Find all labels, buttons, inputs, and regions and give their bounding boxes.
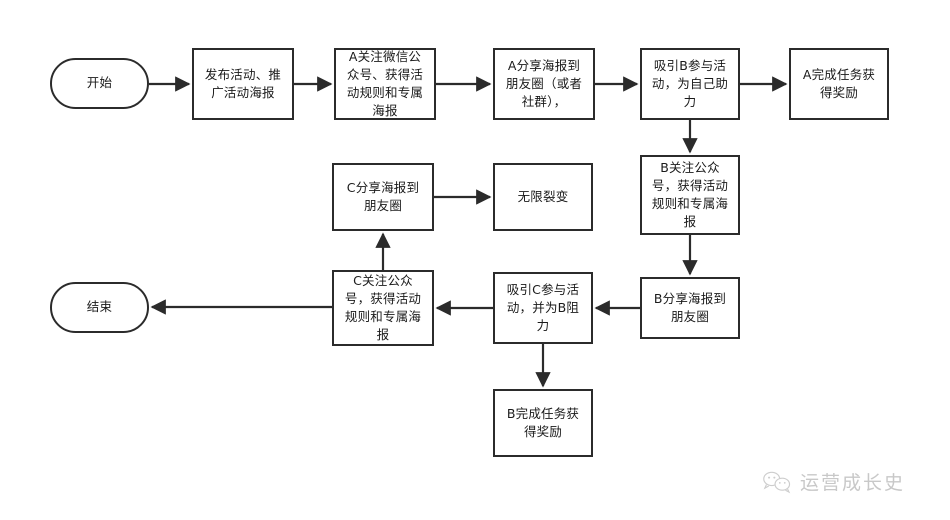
node-start-label: 开始 bbox=[86, 75, 113, 91]
node-a-reward-label: A完成任务获 得奖励 bbox=[802, 66, 876, 100]
node-publish-activity-label: 发布活动、推 广活动海报 bbox=[204, 66, 282, 100]
watermark: 运营成长史 bbox=[762, 468, 905, 495]
node-attract-b-label: 吸引B参与活 动，为自己助 力 bbox=[651, 57, 729, 110]
watermark-text: 运营成长史 bbox=[800, 472, 906, 494]
node-infinite-fission-label: 无限裂变 bbox=[517, 188, 569, 204]
node-infinite-fission[interactable]: 无限裂变 bbox=[493, 163, 593, 231]
node-a-follow-account[interactable]: A关注微信公 众号、获得活 动规则和专属 海报 bbox=[334, 48, 436, 120]
node-b-reward[interactable]: B完成任务获 得奖励 bbox=[493, 389, 593, 457]
node-end-label: 结束 bbox=[86, 299, 113, 315]
node-b-reward-label: B完成任务获 得奖励 bbox=[506, 405, 580, 439]
node-a-follow-account-label: A关注微信公 众号、获得活 动规则和专属 海报 bbox=[346, 48, 424, 119]
node-a-share-poster[interactable]: A分享海报到 朋友圈（或者 社群）， bbox=[493, 48, 595, 120]
node-attract-c-label: 吸引C参与活 动，并为B阻 力 bbox=[506, 281, 580, 334]
node-attract-c[interactable]: 吸引C参与活 动，并为B阻 力 bbox=[493, 272, 593, 344]
node-a-share-poster-label: A分享海报到 朋友圈（或者 社群）， bbox=[505, 57, 583, 110]
node-b-follow-account[interactable]: B关注公众 号，获得活动 规则和专属海 报 bbox=[640, 155, 740, 235]
node-c-follow-account-label: C关注公众 号，获得活动 规则和专属海 报 bbox=[344, 272, 422, 343]
node-start[interactable]: 开始 bbox=[50, 58, 149, 109]
node-b-share-poster-label: B分享海报到 朋友圈 bbox=[653, 290, 727, 324]
node-b-share-poster[interactable]: B分享海报到 朋友圈 bbox=[640, 277, 740, 339]
node-publish-activity[interactable]: 发布活动、推 广活动海报 bbox=[192, 48, 294, 120]
node-c-share-poster[interactable]: C分享海报到 朋友圈 bbox=[332, 163, 434, 231]
node-a-reward[interactable]: A完成任务获 得奖励 bbox=[789, 48, 889, 120]
node-c-share-poster-label: C分享海报到 朋友圈 bbox=[346, 179, 420, 213]
node-c-follow-account[interactable]: C关注公众 号，获得活动 规则和专属海 报 bbox=[332, 270, 434, 346]
node-b-follow-account-label: B关注公众 号，获得活动 规则和专属海 报 bbox=[651, 159, 729, 230]
wechat-icon bbox=[763, 471, 791, 493]
node-attract-b[interactable]: 吸引B参与活 动，为自己助 力 bbox=[640, 48, 740, 120]
node-end[interactable]: 结束 bbox=[50, 282, 149, 333]
